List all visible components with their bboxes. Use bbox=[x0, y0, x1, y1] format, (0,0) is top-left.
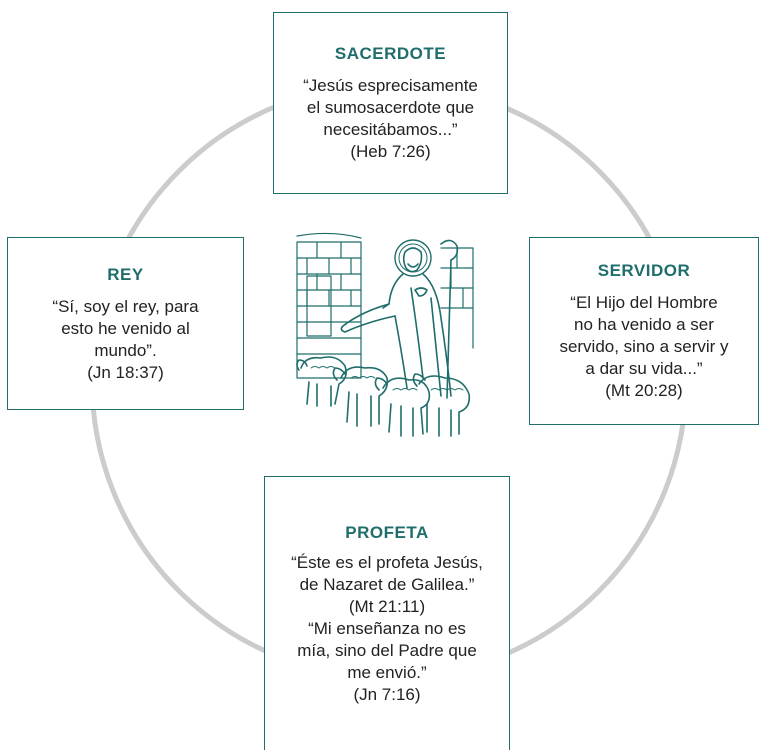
good-shepherd-illustration bbox=[296, 232, 474, 437]
shepherd-figure bbox=[340, 239, 459, 399]
quote-line: mundo”. bbox=[94, 340, 157, 360]
role-box-servidor: SERVIDOR “El Hijo del Hombre no ha venid… bbox=[529, 237, 759, 425]
bible-reference: (Mt 21:11) bbox=[348, 596, 426, 616]
role-box-profeta: PROFETA “Éste es el profeta Jesús, de Na… bbox=[264, 476, 510, 750]
bible-reference: (Jn 7:16) bbox=[353, 684, 421, 704]
bible-reference: (Mt 20:28) bbox=[605, 381, 683, 400]
brick-wall bbox=[296, 232, 474, 379]
quote-line: “Éste es el profeta Jesús, bbox=[291, 552, 483, 572]
bible-reference: (Heb 7:26) bbox=[350, 142, 431, 161]
quote-line: me envió.” bbox=[347, 662, 427, 682]
quote-line: “El Hijo del Hombre bbox=[570, 293, 718, 312]
quote-line: esto he venido al bbox=[61, 318, 190, 338]
quote-line: “Mi enseñanza no es bbox=[308, 618, 466, 638]
quote-line: de Nazaret de Galilea.” bbox=[299, 574, 475, 594]
quote-line: “Jesús esprecisamente bbox=[303, 76, 478, 95]
sheep-flock bbox=[296, 356, 471, 437]
quote-line: a dar su vida...” bbox=[585, 359, 703, 378]
bible-reference: (Jn 18:37) bbox=[87, 362, 164, 382]
role-title: SACERDOTE bbox=[334, 44, 447, 63]
quote-line: “Sí, soy el rey, para bbox=[52, 296, 199, 316]
role-box-rey: REY “Sí, soy el rey, para esto he venido… bbox=[7, 237, 244, 410]
quote-line: mía, sino del Padre que bbox=[297, 640, 477, 660]
role-title: SERVIDOR bbox=[597, 261, 691, 280]
quote-line: servido, sino a servir y bbox=[559, 337, 729, 356]
quote-line: necesitábamos...” bbox=[323, 120, 458, 139]
role-box-sacerdote: SACERDOTE “Jesús esprecisamente el sumos… bbox=[273, 12, 508, 194]
quote-line: no ha venido a ser bbox=[574, 315, 714, 334]
quote-line: el sumosacerdote que bbox=[306, 98, 475, 117]
role-title: PROFETA bbox=[345, 522, 429, 542]
role-title: REY bbox=[107, 264, 144, 284]
